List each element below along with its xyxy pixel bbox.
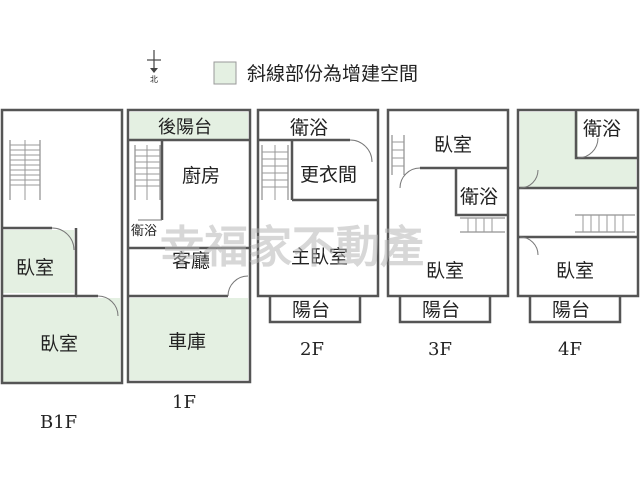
legend-label: 斜線部份為增建空間 bbox=[247, 63, 418, 85]
3f-bedroom-label: 臥室 bbox=[426, 260, 464, 282]
3f-bath-label: 衛浴 bbox=[460, 186, 498, 208]
stairs-icon bbox=[261, 145, 289, 200]
4f-floor-label: 4F bbox=[558, 339, 582, 360]
3f-floor-label: 3F bbox=[428, 339, 452, 360]
4f-bedroom-label: 臥室 bbox=[556, 260, 594, 282]
2f-master-bedroom-label: 主臥室 bbox=[291, 246, 348, 268]
b1f-bedroom-large-label: 臥室 bbox=[40, 333, 78, 355]
1f-floor-label: 1F bbox=[172, 392, 196, 413]
floor-1f: 後陽台 廚房 衛浴 客廳 車庫 1F bbox=[126, 108, 252, 413]
3f-bedroom-top-label: 臥室 bbox=[434, 134, 472, 156]
b1f-floor-label: B1F bbox=[40, 412, 77, 433]
stairs-icon bbox=[9, 140, 41, 200]
1f-back-balcony-label: 後陽台 bbox=[158, 117, 212, 138]
stairs-icon bbox=[575, 214, 635, 233]
b1f-bedroom-small-label: 臥室 bbox=[16, 257, 54, 279]
watermark-text: 幸福家不動產 bbox=[160, 222, 424, 273]
1f-kitchen-label: 廚房 bbox=[182, 164, 220, 187]
compass-label: 北 bbox=[150, 75, 158, 84]
north-arrow-icon: 北 bbox=[147, 50, 161, 84]
2f-bath-label: 衛浴 bbox=[290, 117, 328, 139]
1f-garage-label: 車庫 bbox=[168, 331, 206, 353]
2f-balcony-label: 陽台 bbox=[292, 299, 330, 321]
floor-3f: 臥室 衛浴 臥室 陽台 3F bbox=[386, 108, 510, 360]
floor-4f: 衛浴 臥室 陽台 4F bbox=[516, 108, 640, 360]
floor-b1f: 臥室 臥室 B1F bbox=[0, 108, 124, 433]
2f-floor-label: 2F bbox=[300, 339, 324, 360]
4f-balcony-label: 陽台 bbox=[552, 299, 590, 321]
1f-living-label: 客廳 bbox=[172, 250, 210, 272]
extension-legend-swatch bbox=[213, 61, 237, 85]
floor-2f: 衛浴 更衣間 主臥室 陽台 2F bbox=[256, 108, 380, 360]
4f-bath-label: 衛浴 bbox=[583, 118, 621, 140]
3f-balcony-label: 陽台 bbox=[422, 299, 460, 321]
stairs-icon bbox=[391, 135, 505, 233]
stairs-icon bbox=[134, 145, 161, 200]
2f-closet-label: 更衣間 bbox=[300, 164, 357, 186]
1f-bath-label: 衛浴 bbox=[131, 224, 157, 239]
